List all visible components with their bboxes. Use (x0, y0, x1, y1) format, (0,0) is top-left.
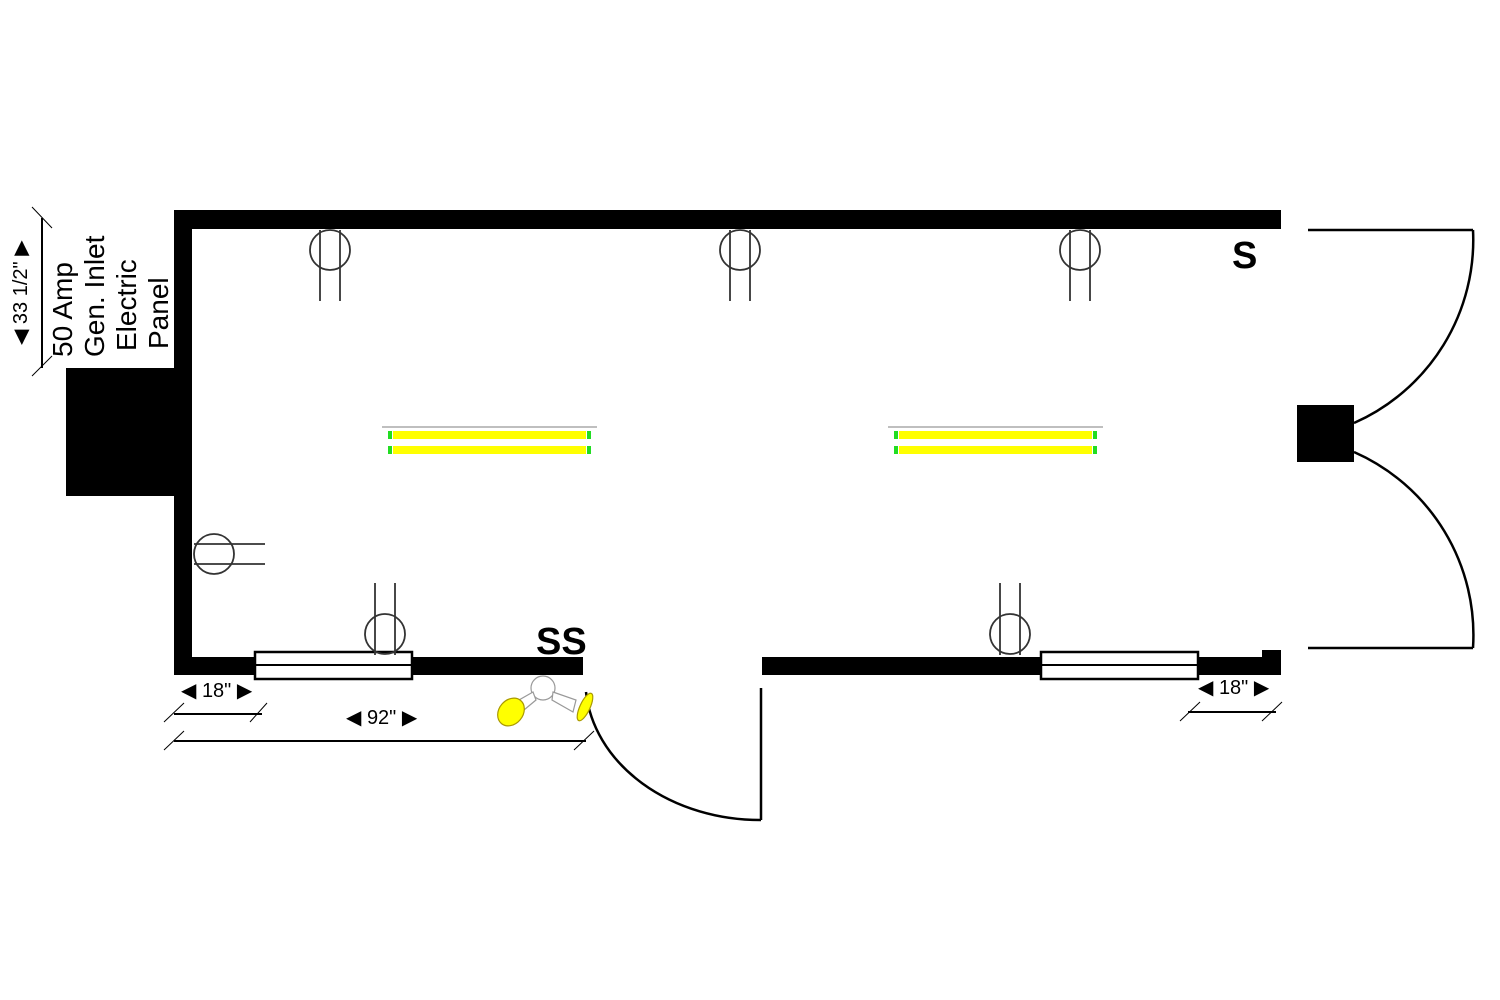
bottom-wall-right (762, 657, 1281, 675)
outlet-icon (719, 229, 761, 301)
electric-panel (66, 368, 192, 496)
window-left (253, 650, 414, 681)
dimension-panel-label: ◀ 33 1/2" ▶ (10, 240, 32, 345)
double-door (1308, 228, 1475, 650)
outlet-icon (193, 533, 265, 575)
panel-label-line1: 50 Amp (47, 262, 78, 357)
flood-light-icon (497, 675, 594, 727)
outlet-icon (1059, 229, 1101, 301)
panel-label-line3: Electric (111, 259, 142, 351)
dimension-door: ◀ 92" ▶ (346, 707, 418, 729)
dimension-left-window: ◀ 18" ▶ (181, 680, 253, 702)
switch-double-label: SS (536, 621, 587, 663)
window-right (1039, 650, 1200, 681)
switch-label: S (1232, 235, 1257, 277)
outlet-icon (364, 583, 406, 655)
dimension-right-window: ◀ 18" ▶ (1198, 677, 1270, 699)
outlet-icon (989, 583, 1031, 655)
dimension-lines (163, 701, 1283, 751)
door-post (1297, 405, 1354, 462)
walls (66, 210, 1354, 675)
right-wall-stub-bottom (1262, 650, 1281, 675)
light-fixture-icon (888, 426, 1103, 454)
dimension-panel (31, 206, 53, 377)
light-fixture-icon (382, 426, 597, 454)
outlet-icon (309, 229, 351, 301)
entry-door (584, 688, 763, 822)
top-wall (174, 210, 1281, 229)
panel-label-line2: Gen. Inlet (79, 235, 110, 357)
panel-label-line4: Panel (143, 277, 174, 349)
